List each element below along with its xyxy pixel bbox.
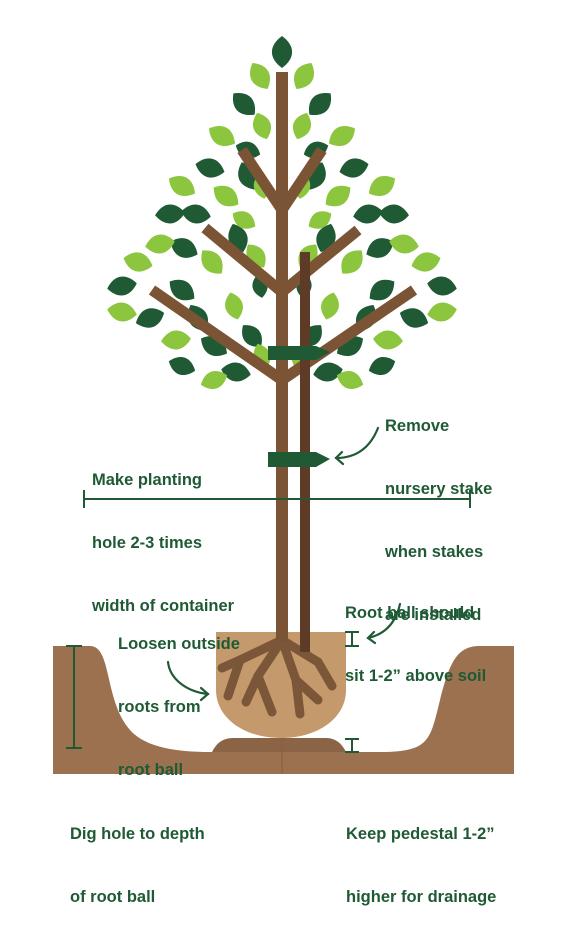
hole-depth-marker (66, 645, 82, 749)
remove-stake-arrow (334, 426, 380, 460)
leaf (232, 92, 256, 116)
leaf (195, 158, 225, 178)
leaf (169, 279, 195, 301)
leaf (368, 356, 396, 376)
leaf (329, 125, 355, 147)
leaf (341, 250, 363, 274)
leaf (232, 211, 256, 229)
leaf (181, 204, 211, 224)
leaf (427, 276, 457, 296)
upper-stake-tie (268, 346, 330, 360)
leaf (249, 63, 271, 89)
root-ball-height-line: Root ball should (345, 604, 475, 622)
dig-depth-label: Dig hole to depth of root ball (70, 782, 205, 950)
planting-hole-line: hole 2-3 times (92, 534, 203, 552)
planting-hole-line: Make planting (92, 471, 203, 489)
remove-stake-line: nursery stake (385, 480, 493, 498)
leaf (321, 292, 339, 320)
soil-pedestal (212, 738, 346, 752)
loosen-roots-line: Loosen outside (118, 635, 240, 653)
tree-planting-diagram: Remove nursery stake when stakes are ins… (53, 36, 514, 906)
leaf (221, 362, 251, 382)
leaf (123, 252, 153, 272)
arrows (166, 426, 402, 702)
leaf (170, 238, 198, 258)
leaf (155, 204, 185, 224)
leaf (373, 330, 403, 350)
lower-stake-tie (268, 452, 330, 467)
remove-stake-label: Remove nursery stake when stakes are ins… (385, 374, 492, 668)
remove-stake-line: Remove (385, 417, 450, 435)
leaf (427, 302, 457, 322)
hole-width-marker (83, 490, 471, 508)
pedestal-height-marker (345, 738, 359, 753)
leaf (135, 308, 165, 328)
leaf (252, 112, 272, 140)
leaf (366, 238, 394, 258)
leaf (411, 252, 441, 272)
planting-hole-line: width of container (92, 597, 235, 615)
loosen-roots-arrow (166, 660, 210, 696)
leaf (200, 370, 228, 390)
leaf (308, 211, 332, 229)
soil-ground (53, 646, 514, 774)
leaf (313, 362, 343, 382)
leaf (169, 175, 195, 197)
leaf (336, 370, 364, 390)
leaf (293, 63, 315, 89)
dig-depth-line: of root ball (70, 888, 156, 906)
loosen-roots-label: Loosen outside roots from root ball (118, 592, 240, 823)
leaf (168, 356, 196, 376)
leaf (213, 185, 239, 207)
diagram-art (53, 36, 514, 774)
leaf (292, 112, 312, 140)
leaf (107, 302, 137, 322)
roots (217, 635, 337, 719)
remove-stake-line: when stakes (385, 543, 484, 561)
pedestal-line: higher for drainage (346, 888, 497, 906)
leaf (242, 325, 262, 347)
leaf (145, 234, 175, 254)
root-ball-height-marker (345, 631, 359, 647)
loosen-roots-line: roots from (118, 698, 201, 716)
root-ball-arrow (366, 602, 402, 640)
leaf (201, 250, 223, 274)
leaf (369, 279, 395, 301)
leaf (107, 276, 137, 296)
root-ball-height-line: sit 1-2” above soil (345, 667, 487, 685)
pedestal-label: Keep pedestal 1-2” higher for drainage (346, 782, 496, 950)
leaf (209, 125, 235, 147)
remove-stake-line: are installed (385, 606, 482, 624)
leaf (316, 223, 336, 253)
leaf (399, 308, 429, 328)
leaf (308, 92, 332, 116)
leaf (369, 175, 395, 197)
dig-depth-line: Dig hole to depth (70, 825, 205, 843)
leaf (339, 158, 369, 178)
planting-hole-label: Make planting hole 2-3 times width of co… (92, 428, 234, 659)
leaf (379, 204, 409, 224)
root-ball-height-label: Root ball should sit 1-2” above soil (345, 561, 486, 729)
leaf (353, 204, 383, 224)
leaf (389, 234, 419, 254)
pedestal-line: Keep pedestal 1-2” (346, 825, 495, 843)
leaf (225, 292, 243, 320)
leaf (325, 185, 351, 207)
loosen-roots-line: root ball (118, 761, 184, 779)
leaf (161, 330, 191, 350)
leaf (271, 36, 293, 68)
